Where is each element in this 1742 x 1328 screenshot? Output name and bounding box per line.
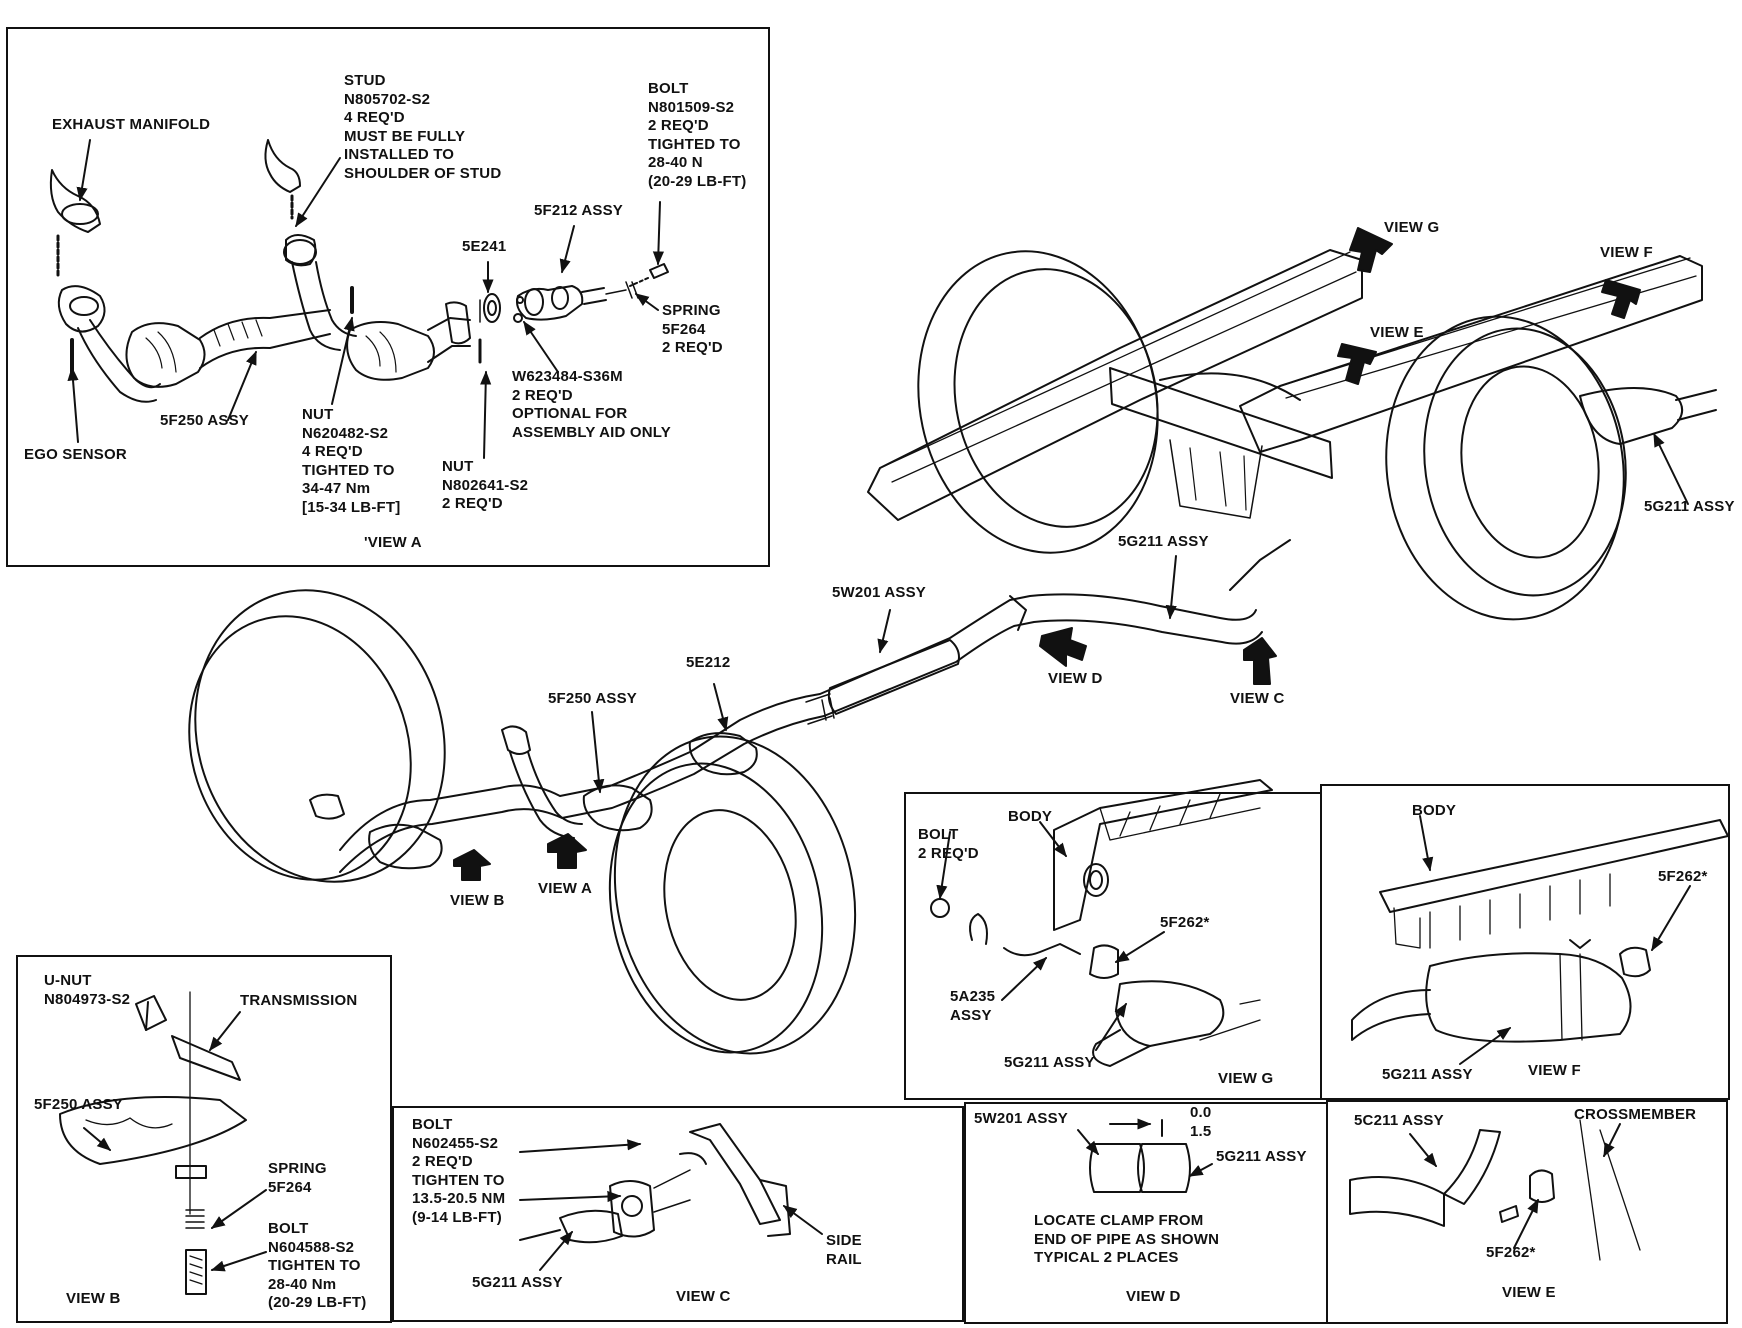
main-view-drawing bbox=[188, 227, 1717, 1055]
label-5f212-assy: 5F212 ASSY bbox=[534, 202, 623, 219]
label-5f250-assy-view-a: 5F250 ASSY bbox=[160, 412, 249, 429]
label-5g211-assy-right: 5G211 ASSY bbox=[1644, 498, 1735, 515]
label-view-b-arrow: VIEW B bbox=[450, 892, 505, 909]
label-exhaust-manifold: EXHAUST MANIFOLD bbox=[52, 116, 211, 133]
label-view-a-arrow: VIEW A bbox=[538, 880, 592, 897]
label-view-f-arrow: VIEW F bbox=[1600, 244, 1653, 261]
view-f-caption: VIEW F bbox=[1528, 1062, 1581, 1079]
view-e-caption: VIEW E bbox=[1502, 1284, 1556, 1301]
label-5g211-assy-view-c: 5G211 ASSY bbox=[472, 1274, 563, 1291]
view-c-frame bbox=[392, 1106, 964, 1322]
label-clamp-note: LOCATE CLAMP FROM END OF PIPE AS SHOWN T… bbox=[1034, 1212, 1220, 1266]
label-5c211-assy: 5C211 ASSY bbox=[1354, 1112, 1444, 1129]
view-g-drawing bbox=[930, 779, 1273, 1067]
view-a-caption: 'VIEW A bbox=[364, 534, 422, 551]
view-g-caption: VIEW G bbox=[1218, 1070, 1274, 1087]
label-body-view-f: BODY bbox=[1412, 802, 1457, 819]
view-e-frame bbox=[1326, 1100, 1728, 1324]
label-5g211-assy-view-d: 5G211 ASSY bbox=[1216, 1148, 1307, 1165]
view-b-caption: VIEW B bbox=[66, 1290, 121, 1307]
label-5e241: 5E241 bbox=[462, 238, 507, 255]
label-stud: STUD N805702-S2 4 REQ'D MUST BE FULLY IN… bbox=[344, 72, 502, 182]
label-view-g-arrow: VIEW G bbox=[1384, 219, 1440, 236]
label-5g211-assy-view-g: 5G211 ASSY bbox=[1004, 1054, 1095, 1071]
label-bolt-view-g: BOLT 2 REQ'D bbox=[918, 826, 979, 862]
view-a-frame bbox=[6, 27, 770, 567]
label-5f250-assy-main: 5F250 ASSY bbox=[548, 690, 637, 707]
view-d-caption: VIEW D bbox=[1126, 1288, 1181, 1305]
label-view-d-arrow: VIEW D bbox=[1048, 670, 1103, 687]
label-clamp-dimension: 0.0 1.5 bbox=[1190, 1104, 1212, 1140]
label-bolt-view-a: BOLT N801509-S2 2 REQ'D TIGHTED TO 28-40… bbox=[648, 80, 747, 190]
label-nut-n620482: NUT N620482-S2 4 REQ'D TIGHTED TO 34-47 … bbox=[302, 406, 401, 516]
view-b-drawing bbox=[59, 991, 267, 1295]
view-c-drawing bbox=[519, 1123, 823, 1271]
label-5f250-assy-view-b: 5F250 ASSY bbox=[34, 1096, 123, 1113]
label-5w201-assy: 5W201 ASSY bbox=[832, 584, 926, 601]
label-spring-view-a: SPRING 5F264 2 REQ'D bbox=[662, 302, 723, 356]
label-5a235-assy: 5A235 ASSY bbox=[950, 988, 996, 1024]
view-b-frame bbox=[16, 955, 392, 1323]
label-bolt-view-c: BOLT N602455-S2 2 REQ'D TIGHTEN TO 13.5-… bbox=[412, 1116, 506, 1226]
label-5f262-view-f: 5F262* bbox=[1658, 868, 1708, 885]
label-spring-view-b: SPRING 5F264 bbox=[268, 1160, 327, 1196]
label-washer: W623484-S36M 2 REQ'D OPTIONAL FOR ASSEMB… bbox=[512, 368, 671, 441]
view-f-drawing bbox=[1351, 815, 1729, 1065]
label-side-rail: SIDE RAIL bbox=[826, 1232, 862, 1268]
view-f-frame bbox=[1320, 784, 1730, 1100]
label-body-view-g: BODY bbox=[1008, 808, 1053, 825]
label-nut-n802641: NUT N802641-S2 2 REQ'D bbox=[442, 458, 529, 512]
label-5g211-assy-mid: 5G211 ASSY bbox=[1118, 533, 1209, 550]
view-e-drawing bbox=[1349, 1119, 1641, 1261]
view-d-drawing bbox=[1077, 1118, 1213, 1193]
label-ego-sensor: EGO SENSOR bbox=[24, 446, 127, 463]
label-transmission: TRANSMISSION bbox=[240, 992, 358, 1009]
label-5f262-view-e: 5F262* bbox=[1486, 1244, 1536, 1261]
label-view-c-arrow: VIEW C bbox=[1230, 690, 1285, 707]
label-5f262-view-g: 5F262* bbox=[1160, 914, 1210, 931]
label-unut: U-NUT N804973-S2 bbox=[44, 972, 131, 1008]
label-5e212: 5E212 bbox=[686, 654, 731, 671]
view-c-caption: VIEW C bbox=[676, 1288, 731, 1305]
label-view-e-arrow: VIEW E bbox=[1370, 324, 1424, 341]
label-5g211-assy-view-f: 5G211 ASSY bbox=[1382, 1066, 1473, 1083]
label-crossmember: CROSSMEMBER bbox=[1574, 1106, 1697, 1123]
label-bolt-view-b: BOLT N604588-S2 TIGHTEN TO 28-40 Nm (20-… bbox=[268, 1220, 367, 1311]
view-a-drawing bbox=[49, 139, 669, 459]
label-5w201-assy-view-d: 5W201 ASSY bbox=[974, 1110, 1068, 1127]
